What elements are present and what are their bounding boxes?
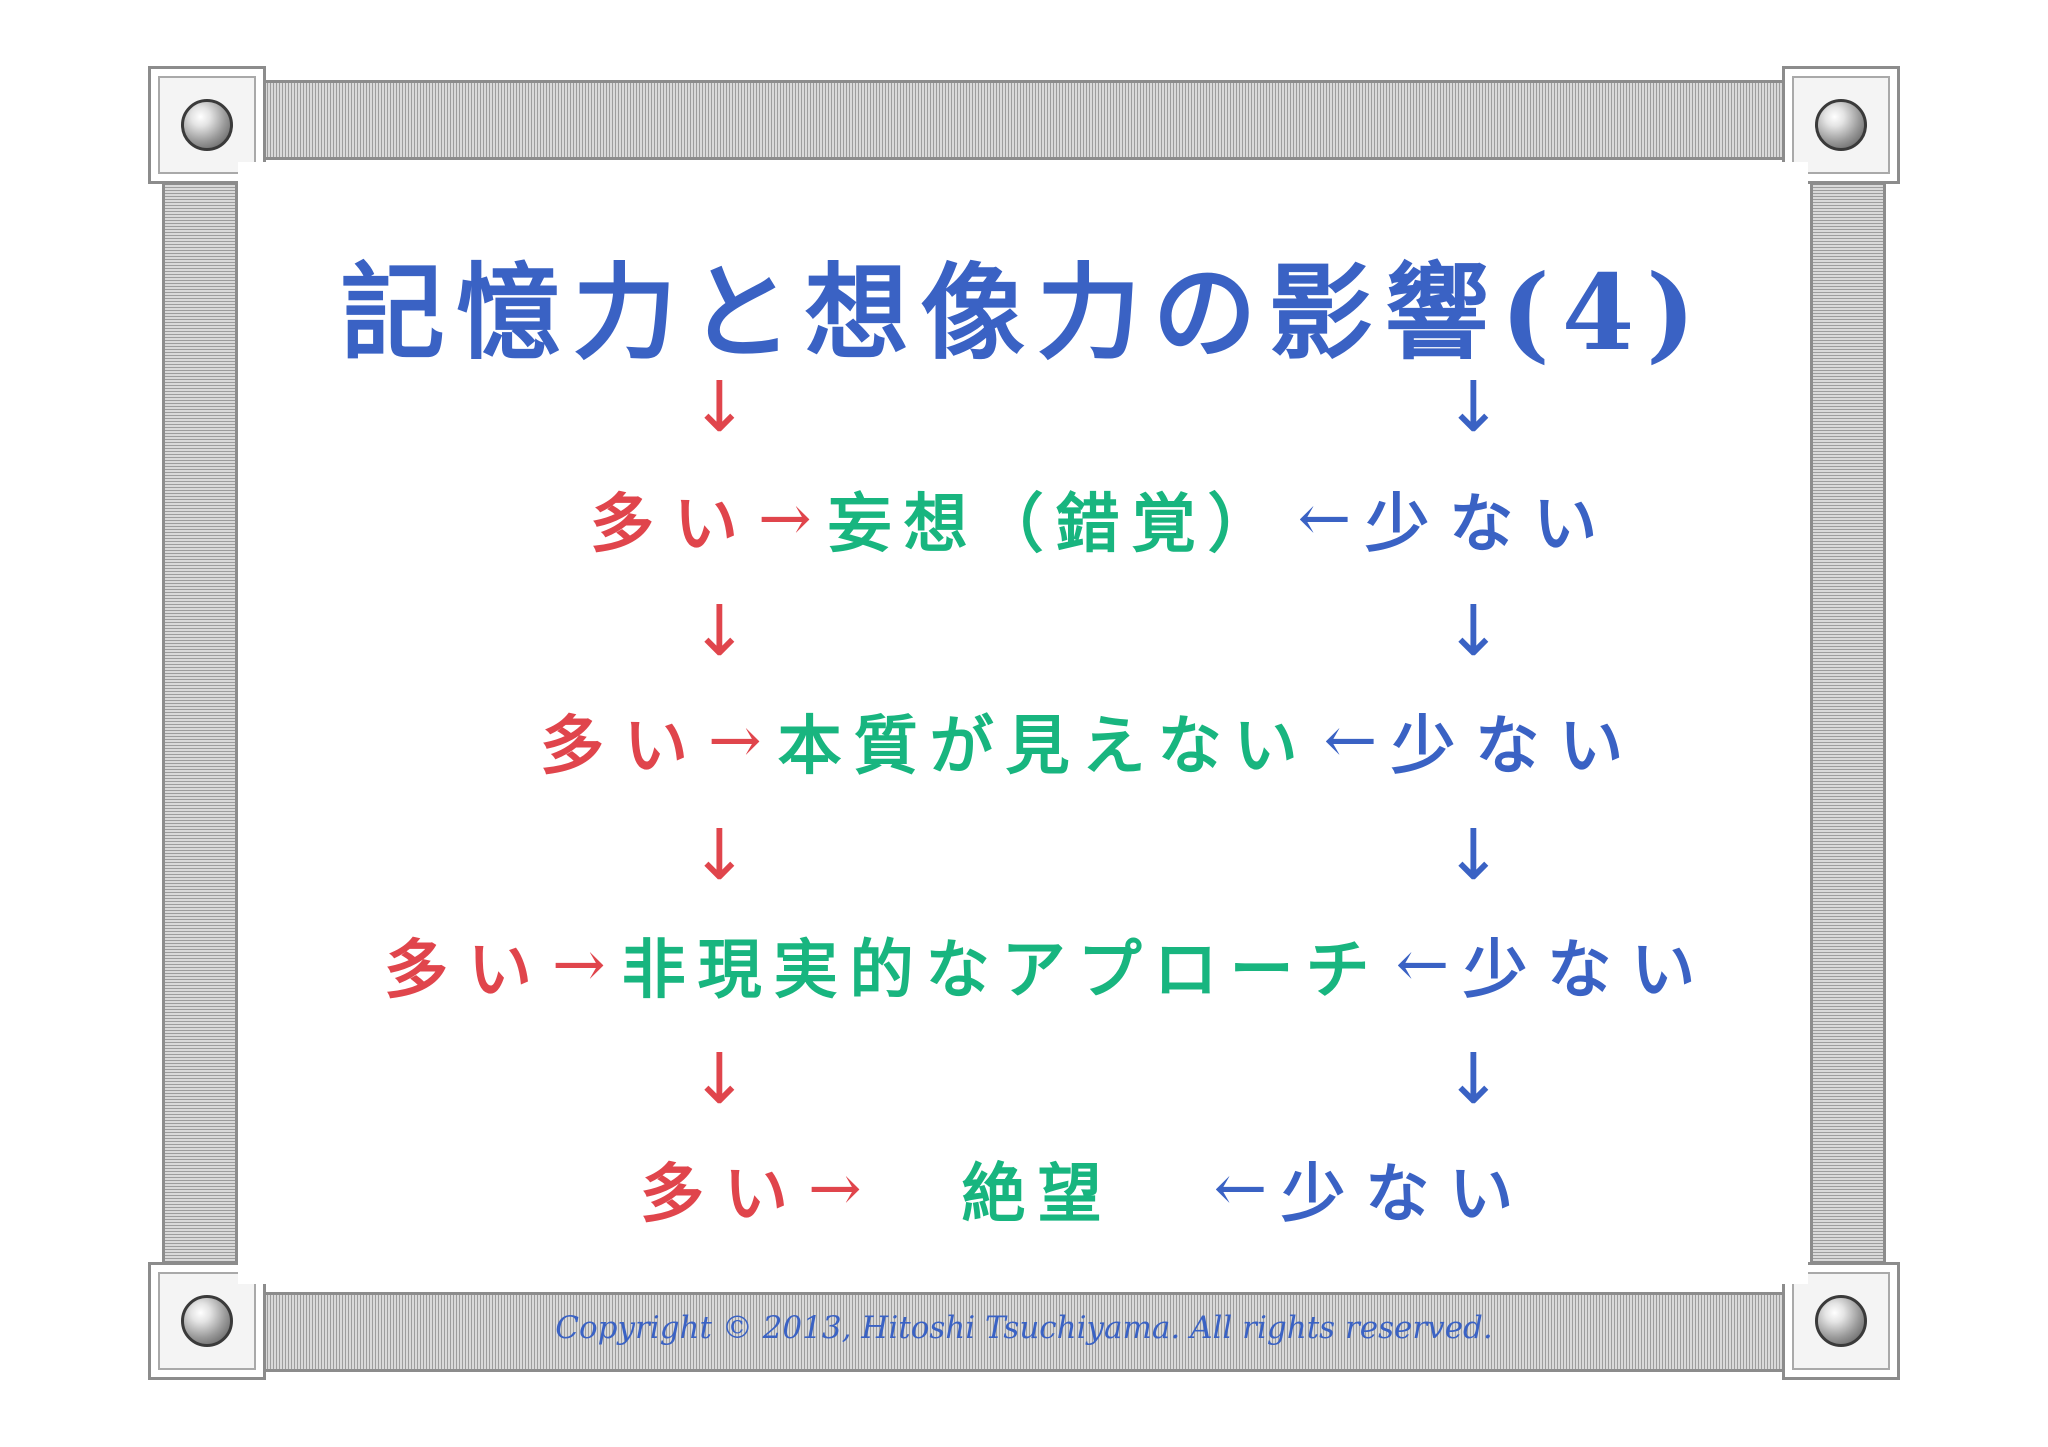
down-arrow-left-1: ↓ bbox=[690, 366, 749, 448]
row-4-left-arrow: ← bbox=[1213, 1152, 1268, 1226]
slide-board bbox=[238, 162, 1808, 1284]
row-3-many: 多い bbox=[384, 933, 552, 1008]
row-2-left-arrow: ← bbox=[1323, 704, 1378, 778]
copyright-notice: Copyright © 2013, Hitoshi Tsuchiyama. Al… bbox=[555, 1310, 1493, 1346]
frame-corner-top-left bbox=[148, 66, 266, 184]
row-1-left-arrow: ← bbox=[1297, 482, 1352, 556]
row-3-few: 少ない bbox=[1463, 933, 1716, 1008]
relation-row-3: 多い → 非現実的なアプローチ ← 少ない bbox=[384, 920, 1715, 1010]
row-1-few: 少ない bbox=[1365, 487, 1618, 562]
down-arrow-left-2: ↓ bbox=[690, 590, 749, 672]
relation-row-1: 多い → 妄想（錯覚） ← 少ない bbox=[590, 474, 1617, 564]
bolt-icon bbox=[181, 1295, 233, 1347]
row-3-result: 非現実的なアプローチ bbox=[621, 933, 1382, 1008]
frame-right-rail bbox=[1810, 182, 1886, 1264]
row-1-right-arrow: → bbox=[758, 482, 812, 556]
row-2-right-arrow: → bbox=[708, 704, 762, 778]
row-2-result: 本質が見えない bbox=[777, 709, 1310, 784]
row-4-result: 絶望 bbox=[961, 1157, 1114, 1232]
row-4-many: 多い bbox=[640, 1157, 808, 1232]
relation-row-2: 多い → 本質が見えない ← 少ない bbox=[540, 696, 1643, 786]
frame-corner-bottom-left bbox=[148, 1262, 266, 1380]
row-2-many: 多い bbox=[540, 709, 708, 784]
row-2-few: 少ない bbox=[1391, 709, 1644, 784]
bolt-icon bbox=[181, 99, 233, 151]
row-3-left-arrow: ← bbox=[1395, 928, 1450, 1002]
frame-left-rail bbox=[162, 182, 238, 1264]
row-1-result: 妄想（錯覚） bbox=[827, 487, 1284, 562]
down-arrow-left-3: ↓ bbox=[690, 814, 749, 896]
row-3-right-arrow: → bbox=[552, 928, 606, 1002]
down-arrow-left-4: ↓ bbox=[690, 1038, 749, 1120]
bolt-icon bbox=[1815, 99, 1867, 151]
row-1-many: 多い bbox=[590, 487, 758, 562]
slide-title: 記憶力と想像力の影響(4) bbox=[340, 250, 1708, 374]
frame-bottom-rail bbox=[262, 1292, 1786, 1372]
down-arrow-right-3: ↓ bbox=[1444, 814, 1503, 896]
bolt-icon bbox=[1815, 1295, 1867, 1347]
down-arrow-right-4: ↓ bbox=[1444, 1038, 1503, 1120]
row-4-few: 少ない bbox=[1281, 1157, 1534, 1232]
down-arrow-right-2: ↓ bbox=[1444, 590, 1503, 672]
frame-top-rail bbox=[262, 80, 1786, 160]
down-arrow-right-1: ↓ bbox=[1444, 366, 1503, 448]
row-4-right-arrow: → bbox=[808, 1152, 862, 1226]
relation-row-4: 多い → 絶望 ← 少ない bbox=[640, 1144, 1533, 1234]
